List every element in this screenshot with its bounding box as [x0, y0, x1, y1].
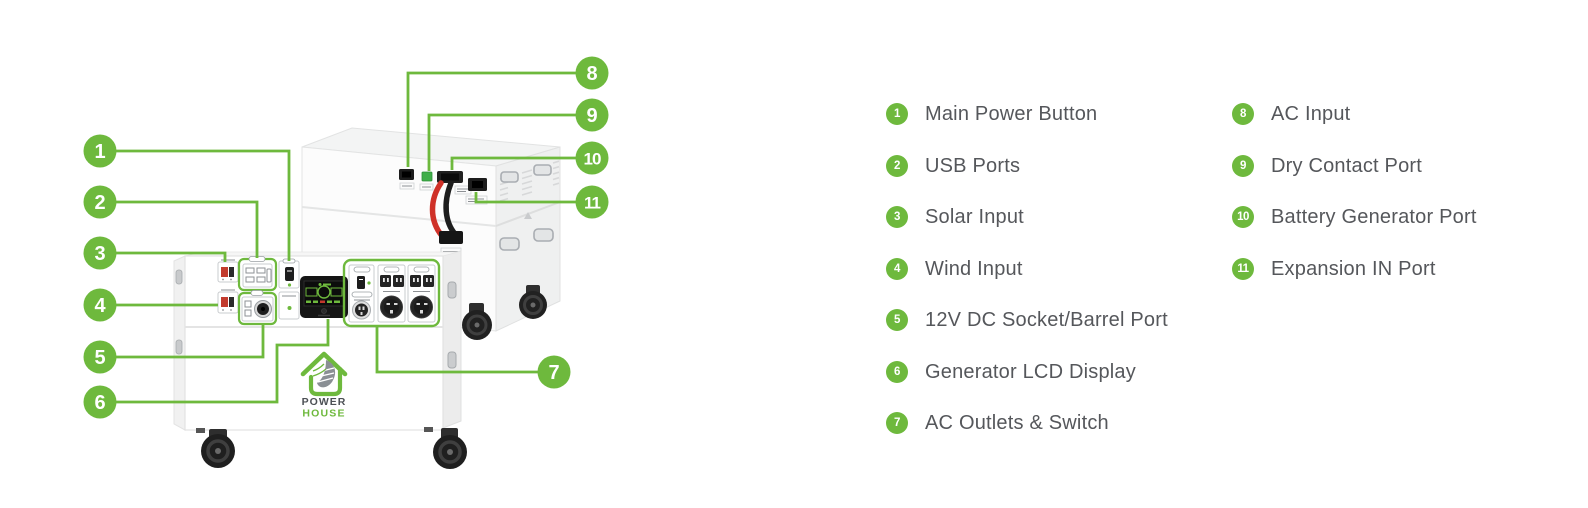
legend-label-12v-dc-socket: 12V DC Socket/Barrel Port — [925, 308, 1168, 331]
dc-socket-module — [237, 290, 278, 326]
legend-label-battery-generator-port: Battery Generator Port — [1271, 205, 1477, 228]
callout-8-number: 8 — [586, 63, 597, 85]
callout-9-number: 9 — [586, 105, 597, 127]
legend-item-battery-generator-port: 10 Battery Generator Port — [1232, 206, 1477, 228]
callout-5: 5 — [83, 325, 265, 374]
legend-label-wind-input: Wind Input — [925, 257, 1023, 280]
callout-1: 1 — [83, 134, 291, 261]
wind-input-module — [217, 289, 239, 314]
callout-6-number: 6 — [94, 392, 105, 414]
dry-contact-port — [419, 171, 434, 191]
side-handles — [499, 164, 554, 251]
legend-item-ac-input: 8 AC Input — [1232, 103, 1350, 125]
line2-outlets — [407, 264, 436, 323]
product-diagram: POWER HOUSE 1 2 3 4 5 — [83, 56, 609, 469]
callout-6: 6 — [83, 319, 330, 419]
legend-badge-9: 9 — [1232, 155, 1254, 177]
power-house-logo: POWER HOUSE — [300, 351, 348, 420]
house-icon — [300, 351, 348, 377]
callout-8: 8 — [406, 56, 609, 167]
legend-item-solar-input: 3 Solar Input — [886, 206, 1024, 228]
callout-9: 9 — [427, 98, 609, 171]
legend-item-generator-lcd-display: 6 Generator LCD Display — [886, 361, 1136, 383]
callout-2: 2 — [83, 185, 259, 258]
legend-label-usb-ports: USB Ports — [925, 154, 1021, 177]
legend-label-ac-outlets-switch: AC Outlets & Switch — [925, 411, 1109, 434]
legend-badge-10: 10 — [1232, 206, 1254, 228]
logo-text-power: POWER — [302, 396, 347, 408]
callout-11: 11 — [474, 185, 609, 219]
callout-1-number: 1 — [94, 141, 105, 163]
callout-7: 7 — [375, 327, 571, 389]
callouts: 1 2 3 4 5 6 7 — [83, 56, 609, 419]
legend-badge-8: 8 — [1232, 103, 1254, 125]
callout-10: 10 — [450, 141, 609, 175]
legend-label-dry-contact-port: Dry Contact Port — [1271, 154, 1423, 177]
line1-outlets — [377, 264, 406, 323]
callout-7-number: 7 — [548, 362, 559, 384]
generator-illustration: POWER HOUSE 1 2 3 4 5 — [83, 56, 609, 469]
legend-item-12v-dc-socket: 5 12V DC Socket/Barrel Port — [886, 309, 1168, 331]
legend-label-solar-input: Solar Input — [925, 205, 1024, 228]
battery-generator-port — [437, 171, 472, 195]
legend-badge-7: 7 — [886, 412, 908, 434]
legend-label-generator-lcd-display: Generator LCD Display — [925, 360, 1136, 383]
legend-label-expansion-in-port: Expansion IN Port — [1271, 257, 1436, 280]
solar-input-module — [217, 259, 239, 283]
latch-mark — [524, 212, 532, 219]
legend-badge-2: 2 — [886, 155, 908, 177]
station-right-face — [442, 250, 462, 429]
legend-badge-6: 6 — [886, 361, 908, 383]
ac-outlets-module — [342, 258, 441, 328]
legend-badge-11: 11 — [1232, 258, 1254, 280]
ac-input-port — [399, 169, 415, 190]
station-casters — [196, 427, 467, 469]
callout-10-number: 10 — [584, 150, 601, 169]
legend-item-dry-contact-port: 9 Dry Contact Port — [1232, 155, 1422, 177]
expansion-casters — [462, 285, 547, 340]
legend-badge-1: 1 — [886, 103, 908, 125]
usb-ports-module — [237, 256, 278, 292]
legend-item-usb-ports: 2 USB Ports — [886, 155, 1020, 177]
callout-11-number: 11 — [584, 194, 601, 213]
callout-3-number: 3 — [94, 243, 105, 265]
legend-item-ac-outlets-switch: 7 AC Outlets & Switch — [886, 412, 1109, 434]
callout-4-number: 4 — [94, 295, 106, 317]
legend-label-main-power-button: Main Power Button — [925, 102, 1098, 125]
lcd-display — [300, 276, 348, 318]
callout-4: 4 — [83, 288, 218, 322]
legend-badge-4: 4 — [886, 258, 908, 280]
main-power-button-module — [278, 258, 300, 289]
legend-item-wind-input: 4 Wind Input — [886, 258, 1023, 280]
legend-item-main-power-button: 1 Main Power Button — [886, 103, 1097, 125]
expansion-side-face — [495, 146, 561, 332]
legend-item-expansion-in-port: 11 Expansion IN Port — [1232, 258, 1436, 280]
power-station-unit: POWER HOUSE — [173, 250, 467, 469]
callout-2-number: 2 — [94, 192, 105, 214]
line-change-switch — [348, 264, 375, 323]
callout-3: 3 — [83, 236, 227, 270]
legend-badge-3: 3 — [886, 206, 908, 228]
logo-text-house: HOUSE — [302, 408, 345, 420]
recharge-module — [278, 291, 300, 320]
callout-5-number: 5 — [94, 347, 105, 369]
legend-label-ac-input: AC Input — [1271, 102, 1351, 125]
legend-badge-5: 5 — [886, 309, 908, 331]
jumper-cables — [429, 180, 463, 256]
